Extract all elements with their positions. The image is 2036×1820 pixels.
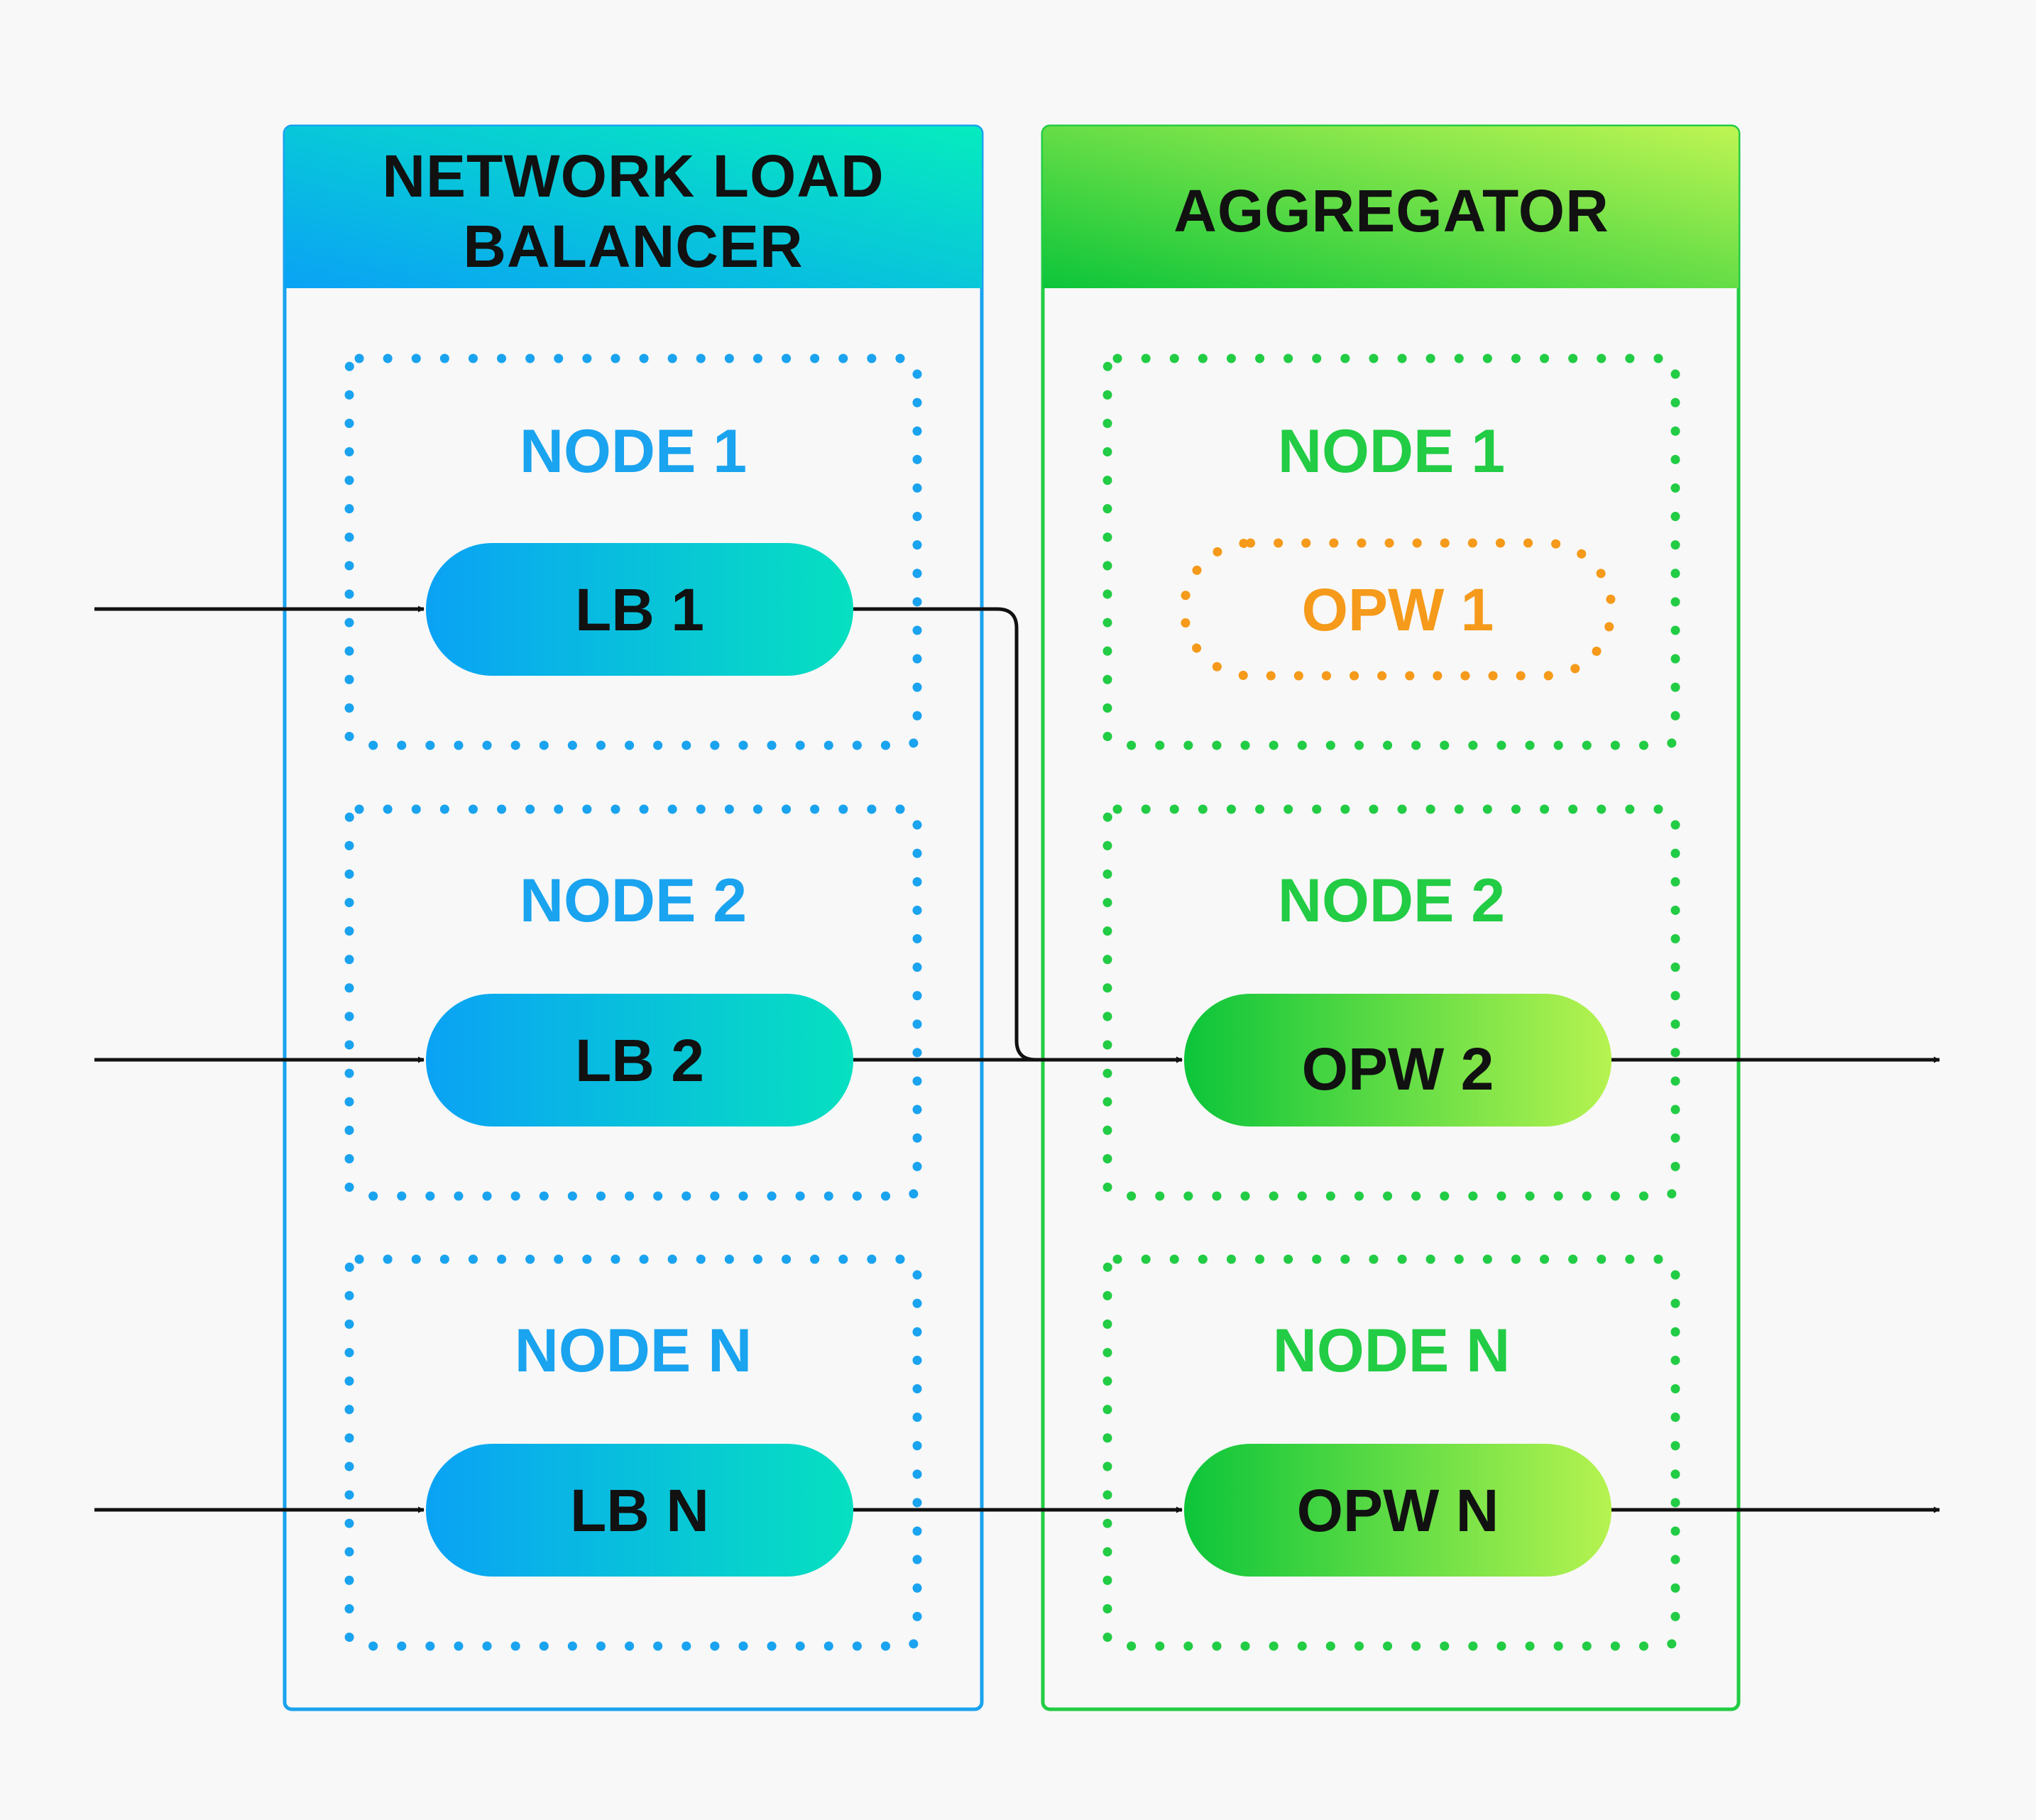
load-balancer-title-line2: BALANCER <box>463 213 803 280</box>
connections <box>94 605 1940 1513</box>
opw-2-pill-shape <box>1184 994 1611 1126</box>
agg-node-n-label: NODE N <box>1273 1317 1510 1385</box>
opw-2-pill-label: OPW 2 <box>1302 1036 1494 1102</box>
lb-1-pill-shape <box>426 543 853 676</box>
lb-1-pill-label: LB 1 <box>575 576 704 643</box>
agg-node-1-label: NODE 1 <box>1278 417 1505 486</box>
lb-node-1-box <box>344 353 922 750</box>
load-balancer-title-line1: NETWORK LOAD <box>382 143 884 209</box>
lb-2-pill-shape <box>426 994 853 1126</box>
lb-n-pill-shape <box>426 1444 853 1577</box>
lb-2-pill-label: LB 2 <box>575 1027 704 1094</box>
lb-node-2: NODE 2 <box>344 804 922 1201</box>
agg-node-2-box <box>1102 804 1680 1201</box>
load-balancer-header <box>285 126 982 288</box>
lb-node-n: NODE N <box>344 1254 922 1651</box>
lb-2-pill: LB 2 <box>426 994 853 1126</box>
agg-node-n-box <box>1102 1254 1680 1651</box>
lb-n-pill: LB N <box>426 1444 853 1577</box>
aggregator-title: AGGREGATOR <box>1173 177 1609 244</box>
agg-node-1: NODE 1 <box>1102 353 1680 750</box>
opw-1-pill: OPW 1 <box>1179 538 1616 681</box>
aggregator-panel: AGGREGATOR <box>1041 124 1741 1711</box>
opw-n-pill-shape <box>1184 1444 1611 1577</box>
opw-n-pill: OPW N <box>1184 1444 1611 1577</box>
opw-n-pill-label: OPW N <box>1297 1477 1499 1544</box>
lb-node-2-box <box>344 804 922 1201</box>
lb-node-1-label: NODE 1 <box>520 417 747 486</box>
agg-node-n: NODE N <box>1102 1254 1680 1651</box>
agg-node-1-box <box>1102 353 1680 750</box>
lb-node-2-label: NODE 2 <box>520 867 747 935</box>
lb-1-pill: LB 1 <box>426 543 853 676</box>
lb-n-pill-label: LB N <box>570 1477 709 1544</box>
agg-node-2: NODE 2 <box>1102 804 1680 1201</box>
opw-2-pill: OPW 2 <box>1184 994 1611 1126</box>
load-balancer-panel: NETWORK LOAD BALANCER <box>283 124 984 1711</box>
opw-1-pill-label: OPW 1 <box>1302 576 1494 643</box>
lb-node-1: NODE 1 <box>344 353 922 750</box>
agg-node-2-label: NODE 2 <box>1278 867 1505 935</box>
aggregator-header <box>1043 126 1739 288</box>
lb-node-n-box <box>344 1254 922 1651</box>
lb-node-n-label: NODE N <box>515 1317 752 1385</box>
